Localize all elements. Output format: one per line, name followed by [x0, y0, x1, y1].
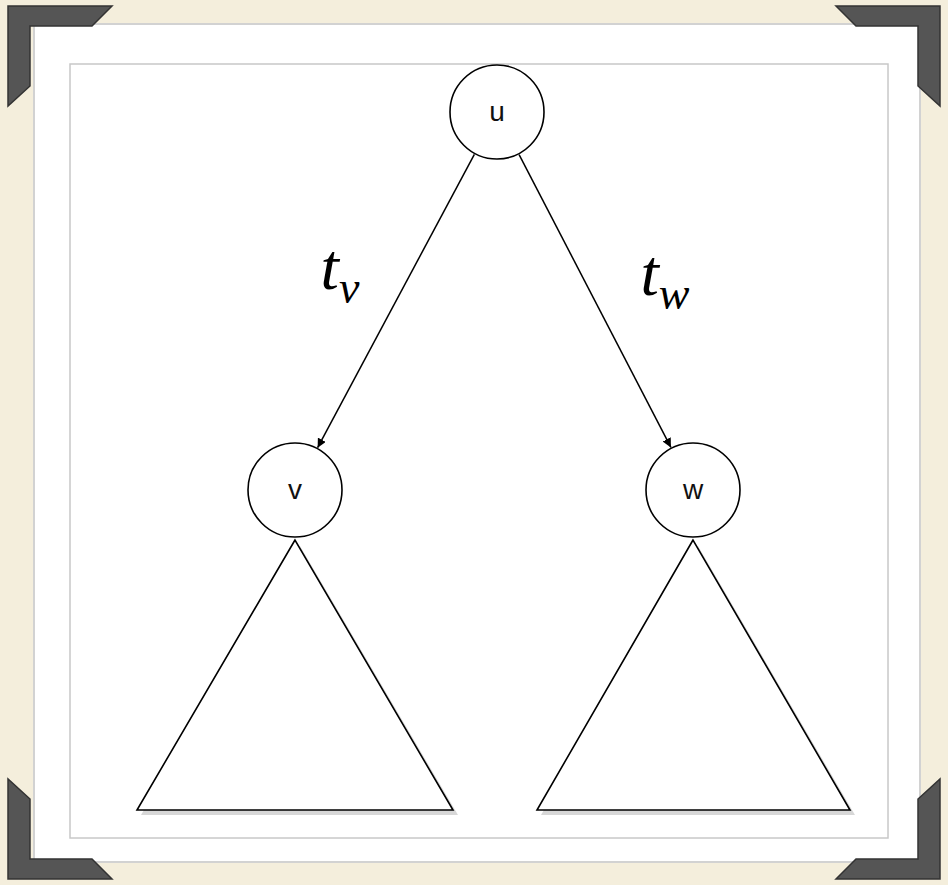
frame-inner: [70, 64, 888, 838]
tree-node: w: [645, 442, 741, 538]
tree-edge: [318, 154, 475, 447]
edge-weight-label: tw: [640, 240, 689, 317]
subtree-triangle: [537, 540, 850, 810]
node-label: u: [489, 96, 505, 128]
tree-edge: [519, 155, 671, 448]
node-outline: [646, 443, 740, 537]
photo-corner: [836, 779, 940, 879]
photo-corner: [8, 6, 112, 106]
photo-corners: [8, 6, 940, 879]
tree-node: u: [449, 64, 545, 160]
node-label: w: [683, 474, 703, 506]
photo-corner: [836, 6, 940, 106]
node-label: v: [288, 474, 302, 506]
node-outline: [450, 65, 544, 159]
edge-weight-label: tv: [321, 234, 360, 311]
photo-corner: [8, 779, 112, 879]
frame-panel: [34, 24, 920, 862]
subtree-triangles: [137, 540, 855, 815]
subtree-triangle: [137, 540, 453, 810]
tree-node: v: [247, 442, 343, 538]
node-outline: [248, 443, 342, 537]
